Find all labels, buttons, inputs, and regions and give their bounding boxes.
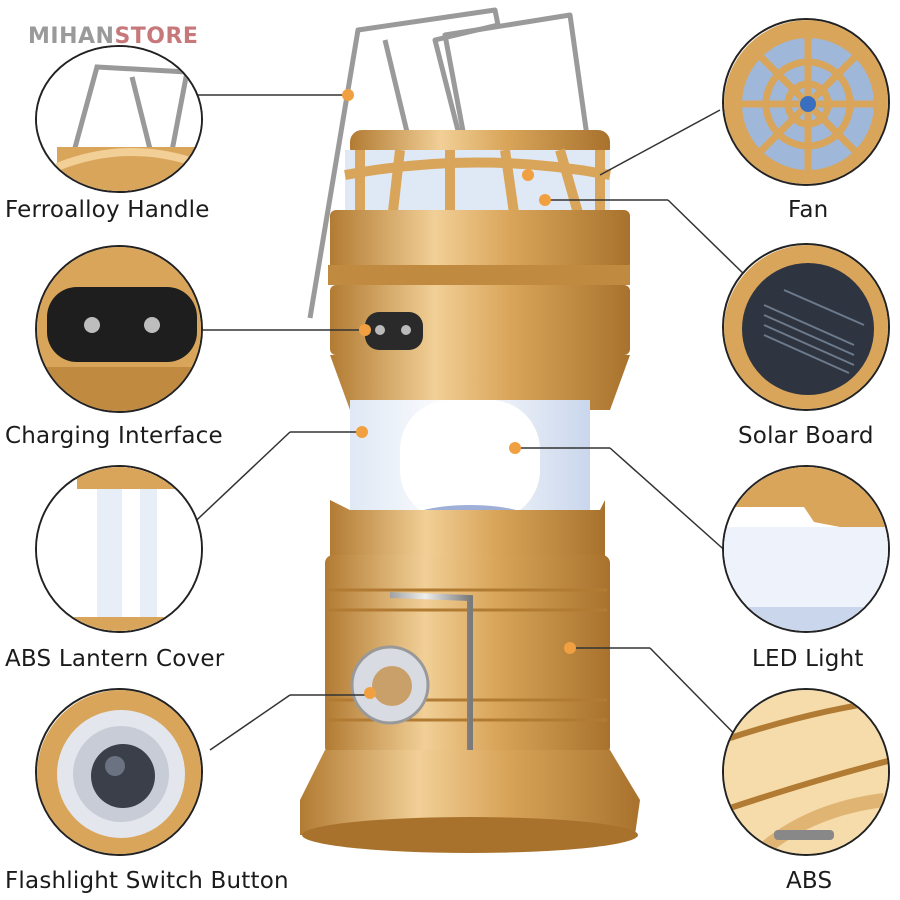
detail-solar-circle — [722, 243, 890, 411]
label-flashlight-switch-button: Flashlight Switch Button — [5, 868, 289, 894]
detail-cover-circle — [35, 465, 203, 633]
label-led-light: LED Light — [752, 646, 864, 672]
detail-charging-circle — [35, 245, 203, 413]
label-charging-interface: Charging Interface — [5, 423, 223, 449]
label-ferroalloy-handle: Ferroalloy Handle — [5, 197, 210, 223]
label-fan: Fan — [788, 197, 829, 223]
label-abs: ABS — [786, 868, 833, 894]
detail-led-circle — [722, 465, 890, 633]
brand-text-part1: MIHAN — [28, 24, 115, 49]
detail-fan-circle — [722, 18, 890, 186]
brand-logo: MIHANSTORE — [28, 24, 198, 49]
label-abs-lantern-cover: ABS Lantern Cover — [5, 646, 225, 672]
detail-abs-circle — [722, 688, 890, 856]
brand-text-part2: STORE — [114, 24, 199, 49]
detail-handle-circle — [35, 45, 203, 193]
detail-switch-circle — [35, 688, 203, 856]
label-solar-board: Solar Board — [738, 423, 874, 449]
